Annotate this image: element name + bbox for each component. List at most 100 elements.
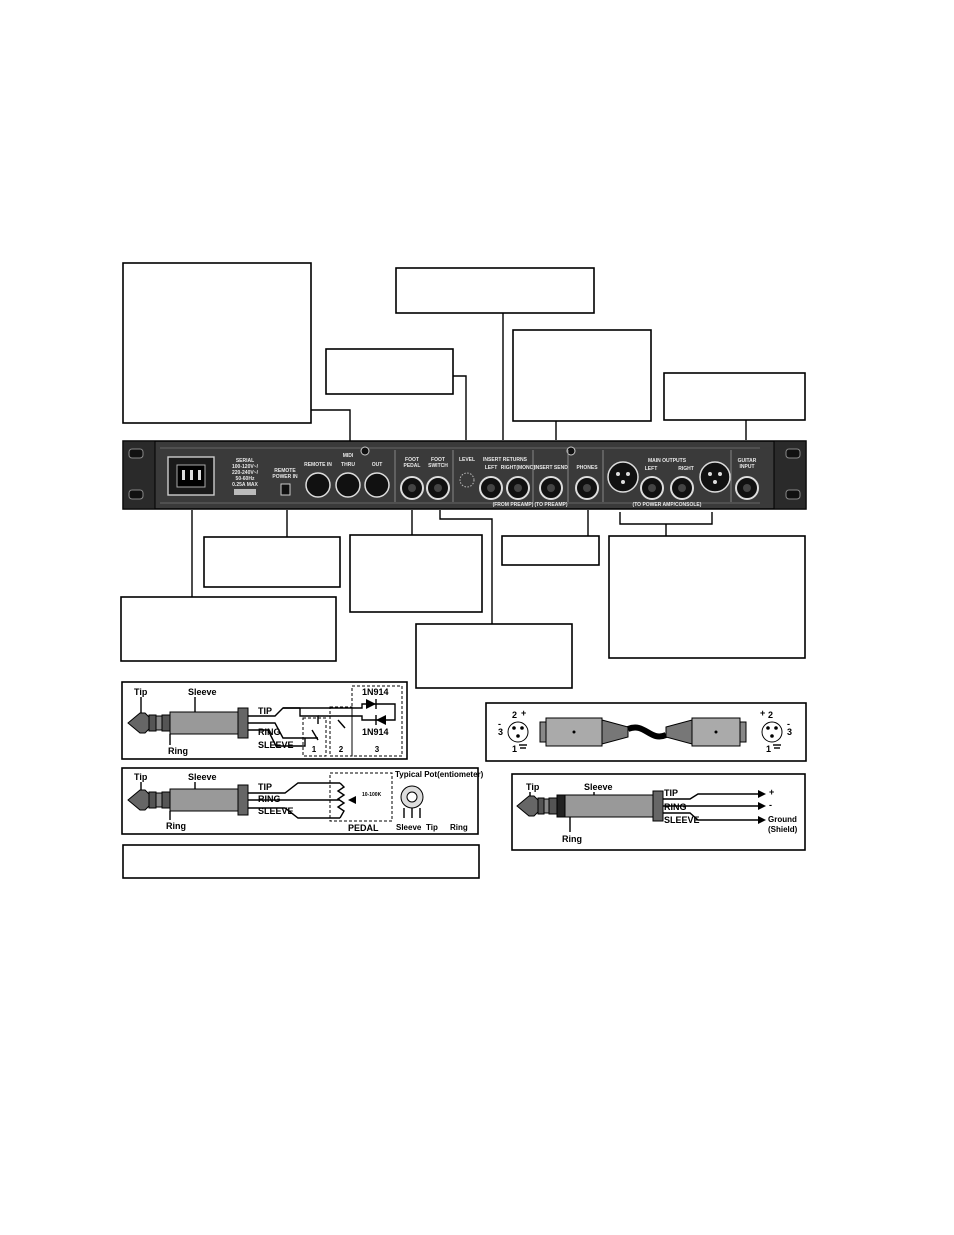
tip-label: Tip [526, 782, 540, 792]
ground-label: Ground [768, 815, 797, 824]
midi-remote-in-jack [305, 472, 331, 498]
svg-text:2: 2 [512, 710, 517, 720]
svg-text:2: 2 [768, 710, 773, 720]
level-label: LEVEL [459, 457, 475, 463]
callout-box-insert-send [512, 329, 652, 422]
foot-pedal-label: PEDAL [404, 463, 421, 469]
pedal-wiring-diagram: Tip Sleeve Ring TIP RING SLEEVE 10-100K … [121, 767, 484, 835]
midi-label: MIDI [343, 453, 354, 459]
wire-ring-label: RING [664, 802, 687, 812]
foot-pedal-label: FOOT [405, 457, 419, 463]
sleeve-label: Sleeve [188, 687, 217, 697]
midi-thru-jack [335, 472, 361, 498]
main-right-label: RIGHT [678, 466, 694, 472]
minus-label: - [769, 800, 772, 810]
pot-ring-label: Ring [450, 823, 468, 832]
leader-lines [191, 313, 747, 624]
callout-box-level [325, 348, 454, 395]
sleeve-label: Sleeve [584, 782, 613, 792]
xlr-pinout-left-icon [507, 721, 529, 743]
svg-text:3: 3 [498, 727, 503, 737]
diode-icon [376, 715, 386, 725]
midi-thru-label: THRU [341, 462, 355, 468]
svg-text:+: + [521, 708, 526, 718]
foot-switch-label: FOOT [431, 457, 445, 463]
section-3-label: 3 [375, 745, 380, 754]
xlr-pinout-right-icon [761, 721, 783, 743]
xlr-left-output [607, 461, 639, 493]
insert-right-label: RIGHT(MONO) [501, 465, 536, 471]
midi-out-label: OUT [372, 462, 383, 468]
rack-hole [785, 489, 801, 500]
potentiometer-icon [336, 782, 346, 819]
serial-sticker [234, 489, 256, 495]
pot-sleeve-label: Sleeve [396, 823, 422, 832]
callout-box-midi [203, 536, 341, 588]
main-outputs-label: MAIN OUTPUTS [648, 458, 687, 464]
wire-tip-label: TIP [258, 706, 272, 716]
main-left-label: LEFT [645, 466, 658, 472]
pot-tip-label: Tip [426, 823, 438, 832]
remote-in-label: REMOTE IN [304, 462, 332, 468]
midi-out-jack [364, 472, 390, 498]
wire-ring-label: RING [258, 727, 281, 737]
ground-screw [566, 446, 576, 456]
wire-sleeve-label: SLEEVE [258, 740, 294, 750]
ring-label: Ring [562, 834, 582, 844]
section-1-label: 1 [312, 745, 317, 754]
to-power-amp-label: (TO POWER AMP/CONSOLE) [633, 502, 702, 508]
insert-left-label: LEFT [485, 465, 498, 471]
pedal-label: PEDAL [348, 823, 379, 833]
tip-label: Tip [134, 772, 148, 782]
diode-2-label: 1N914 [362, 727, 389, 737]
wire-tip-label: TIP [258, 782, 272, 792]
trs-balanced-diagram: Tip Sleeve Ring TIP RING SLEEVE + - Grou… [511, 773, 806, 851]
svg-text:1: 1 [766, 744, 771, 754]
remote-power-label: REMOTE [274, 468, 296, 474]
svg-text:100-120V~/: 100-120V~/ [232, 464, 259, 470]
diode-1-label: 1N914 [362, 687, 389, 697]
callout-box-insert-returns [395, 267, 595, 314]
svg-text:-: - [787, 719, 790, 729]
svg-text:220-240V~/: 220-240V~/ [232, 470, 259, 476]
foot-switch-label: SWITCH [428, 463, 448, 469]
resistance-label: 10-100K [362, 792, 382, 798]
from-preamp-label: (FROM PREAMP) [493, 502, 534, 508]
callout-box-power [122, 262, 312, 424]
svg-text:-: - [498, 719, 501, 729]
footswitch-wiring-diagram: Tip Sleeve Ring TIP RING SLEEVE 1 2 3 1N… [121, 681, 408, 760]
callout-box-remote-power [120, 596, 337, 662]
wire-ring-label: RING [258, 794, 281, 804]
tip-label: Tip [134, 687, 148, 697]
section-2-label: 2 [339, 745, 344, 754]
svg-text:1: 1 [512, 744, 517, 754]
wire-sleeve-label: SLEEVE [664, 815, 700, 825]
to-preamp-label: (TO PREAMP) [535, 502, 568, 508]
svg-text:50-60Hz: 50-60Hz [236, 476, 255, 482]
svg-text:3: 3 [787, 727, 792, 737]
insert-send-label: INSERT SEND [534, 465, 568, 471]
callout-box-foot-switch [415, 623, 573, 689]
callout-box-wiring [122, 844, 480, 879]
remote-power-label: POWER IN [272, 474, 298, 480]
pot-title-label: Typical Pot(entiometer) [395, 770, 484, 779]
rack-rear-panel: SERIAL 100-120V~/ 220-240V~/ 50-60Hz 0.2… [122, 440, 807, 510]
phones-label: PHONES [576, 465, 598, 471]
trs-plug-icon [127, 707, 249, 739]
trs-plug-icon [516, 790, 664, 822]
remote-power-jack [280, 483, 291, 496]
trs-plug-icon [127, 784, 249, 816]
rating-label: SERIAL 100-120V~/ 220-240V~/ 50-60Hz 0.2… [232, 458, 259, 495]
svg-text:+: + [760, 708, 765, 718]
callout-box-main-outputs [608, 535, 806, 659]
plus-label: + [769, 787, 774, 797]
wire-sleeve-label: SLEEVE [258, 806, 294, 816]
xlr-cable-diagram: 2 + 3 - 1 2 + 3 - 1 [485, 702, 807, 762]
shield-label: (Shield) [768, 825, 798, 834]
rack-hole [785, 448, 801, 459]
callout-box-phones [501, 535, 600, 566]
rack-hole [128, 489, 144, 500]
ground-screw [360, 446, 370, 456]
wire-tip-label: TIP [664, 788, 678, 798]
